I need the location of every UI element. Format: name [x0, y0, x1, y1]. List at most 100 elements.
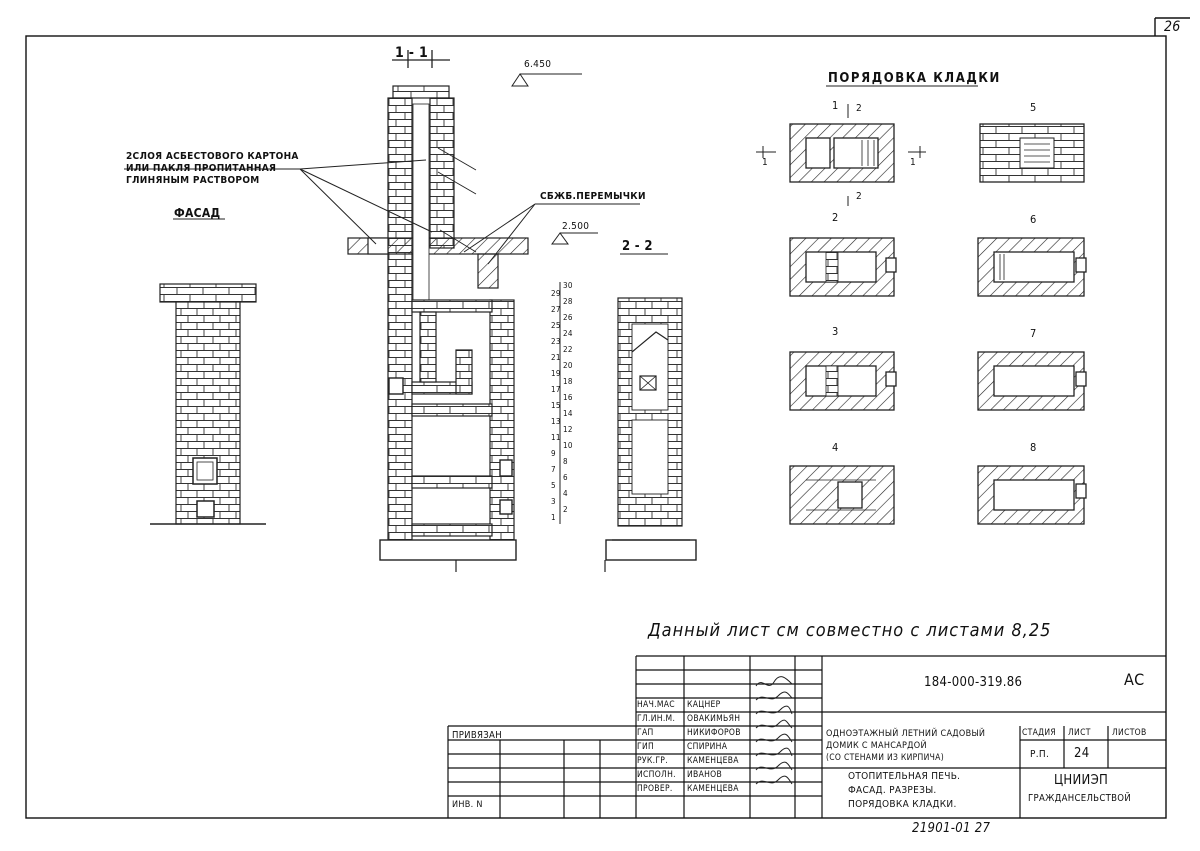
title-block-grid	[447, 655, 1166, 818]
plan-cut-label-2-bottom: 2	[856, 191, 863, 202]
course-number: 15	[551, 401, 561, 410]
plan-number-8: 8	[1030, 441, 1037, 454]
sheet-value: 24	[1074, 746, 1090, 761]
role-1: ГЛ.ИН.М.	[637, 714, 676, 724]
name-2: НИКИФОРОВ	[687, 728, 741, 738]
course-number: 25	[551, 321, 561, 330]
asbestos-note-line-1: 2СЛОЯ АСБЕСТОВОГО КАРТОНА	[126, 151, 299, 162]
course-number: 28	[563, 297, 573, 306]
course-number: 2	[563, 505, 568, 514]
bottom-number: 21901-01 27	[912, 821, 991, 836]
course-number: 8	[563, 457, 568, 466]
course-number: 22	[563, 345, 573, 354]
inv-label: ИНВ. N	[452, 800, 483, 810]
course-number: 18	[563, 377, 573, 386]
course-number: 10	[563, 441, 573, 450]
sheet-title-2: ФАСАД. РАЗРЕЗЫ.	[848, 785, 937, 796]
course-number: 14	[563, 409, 573, 418]
role-2: ГАП	[637, 728, 654, 738]
plan-number-2: 2	[832, 211, 839, 224]
course-number: 19	[551, 369, 561, 378]
doc-code: 184-000-319.86	[924, 675, 1023, 690]
name-1: ОВАКИМЬЯН	[687, 714, 741, 724]
course-number: 16	[563, 393, 573, 402]
plan-number-7: 7	[1030, 327, 1037, 340]
section-1-1-drawing	[347, 50, 606, 572]
masonry-plan-6	[977, 237, 1087, 297]
course-number: 20	[563, 361, 573, 370]
plan-number-1: 1	[832, 99, 839, 112]
masonry-title: ПОРЯДОВКА КЛАДКИ	[828, 71, 1001, 86]
sheet-frame	[25, 17, 1190, 819]
org-name-1: ЦНИИЭП	[1054, 773, 1109, 788]
course-number: 5	[551, 481, 556, 490]
masonry-plan-5	[979, 123, 1085, 183]
sheet-header: ЛИСТ	[1068, 728, 1091, 738]
plan-number-5: 5	[1030, 101, 1037, 114]
asbestos-note-line-2: ИЛИ ПАКЛЯ ПРОПИТАННАЯ	[126, 163, 277, 174]
stage-header: СТАДИЯ	[1022, 728, 1057, 738]
lintels-note: СБЖБ.ПЕРЕМЫЧКИ	[540, 191, 646, 202]
annotation-leaders	[124, 73, 640, 265]
privyazan-label: ПРИВЯЗАН	[452, 730, 502, 741]
course-number: 7	[551, 465, 556, 474]
course-number: 24	[563, 329, 573, 338]
role-4: РУК.ГР.	[637, 756, 668, 766]
plan-number-6: 6	[1030, 213, 1037, 226]
section-2-2-label: 2 - 2	[622, 239, 653, 254]
project-title-3: (СО СТЕНАМИ ИЗ КИРПИЧА)	[826, 753, 944, 763]
sheets-header: ЛИСТОВ	[1112, 728, 1147, 738]
project-title-1: ОДНОЭТАЖНЫЙ ЛЕТНИЙ САДОВЫЙ	[826, 729, 986, 739]
course-number: 29	[551, 289, 561, 298]
elevation-top-label: 6.450	[524, 59, 552, 70]
masonry-plan-8	[977, 465, 1087, 525]
asbestos-note-line-3: ГЛИНЯНЫМ РАСТВОРОМ	[126, 175, 260, 186]
masonry-plan-4	[789, 465, 895, 525]
course-number: 26	[563, 313, 573, 322]
course-number: 17	[551, 385, 561, 394]
masonry-plan-1	[756, 104, 926, 206]
course-number: 6	[563, 473, 568, 482]
course-number: 11	[551, 433, 561, 442]
course-number: 12	[563, 425, 573, 434]
course-number: 21	[551, 353, 561, 362]
project-title-2: ДОМИК С МАНСАРДОЙ	[826, 741, 927, 751]
signatures	[755, 676, 793, 785]
role-0: НАЧ.МАС	[637, 700, 675, 710]
name-4: КАМЕНЦЕВА	[687, 756, 739, 766]
sheet-title-3: ПОРЯДОВКА КЛАДКИ.	[848, 799, 957, 810]
masonry-plan-7	[977, 351, 1087, 411]
course-number: 27	[551, 305, 561, 314]
course-number: 30	[563, 281, 573, 290]
plan-number-4: 4	[832, 441, 839, 454]
facade-drawing	[150, 283, 266, 525]
role-5: ИСПОЛН.	[637, 770, 676, 780]
bottom-note: Данный лист см совместно с листами 8,25	[648, 620, 1052, 641]
ac-mark: АС	[1124, 670, 1145, 689]
name-3: СПИРИНА	[687, 742, 728, 752]
plan-number-3: 3	[832, 325, 839, 338]
name-0: КАЦНЕР	[687, 700, 721, 710]
role-3: ГИП	[637, 742, 655, 752]
masonry-plan-2	[789, 237, 897, 297]
course-number: 3	[551, 497, 556, 506]
section-1-1-label: 1 - 1	[395, 45, 429, 61]
plan-cut-label-1-left: 1	[762, 157, 769, 168]
name-5: ИВАНОВ	[687, 770, 723, 780]
course-number: 23	[551, 337, 561, 346]
masonry-plan-3	[789, 351, 897, 411]
course-number: 4	[563, 489, 568, 498]
title-underlines	[173, 85, 978, 255]
elevation-mid-label: 2.500	[562, 221, 590, 232]
course-number: 1	[551, 513, 556, 522]
plan-cut-label-2-top: 2	[856, 103, 863, 114]
role-6: ПРОВЕР.	[637, 784, 673, 794]
sheet-corner-number: 26	[1164, 19, 1181, 35]
sheet-title-1: ОТОПИТЕЛЬНАЯ ПЕЧЬ.	[848, 771, 961, 782]
masonry-plans	[756, 104, 1087, 525]
stage-value: Р.П.	[1030, 749, 1050, 760]
facade-title: ФАСАД	[174, 206, 221, 220]
section-2-2-drawing	[605, 297, 697, 561]
name-6: КАМЕНЦЕВА	[687, 784, 739, 794]
